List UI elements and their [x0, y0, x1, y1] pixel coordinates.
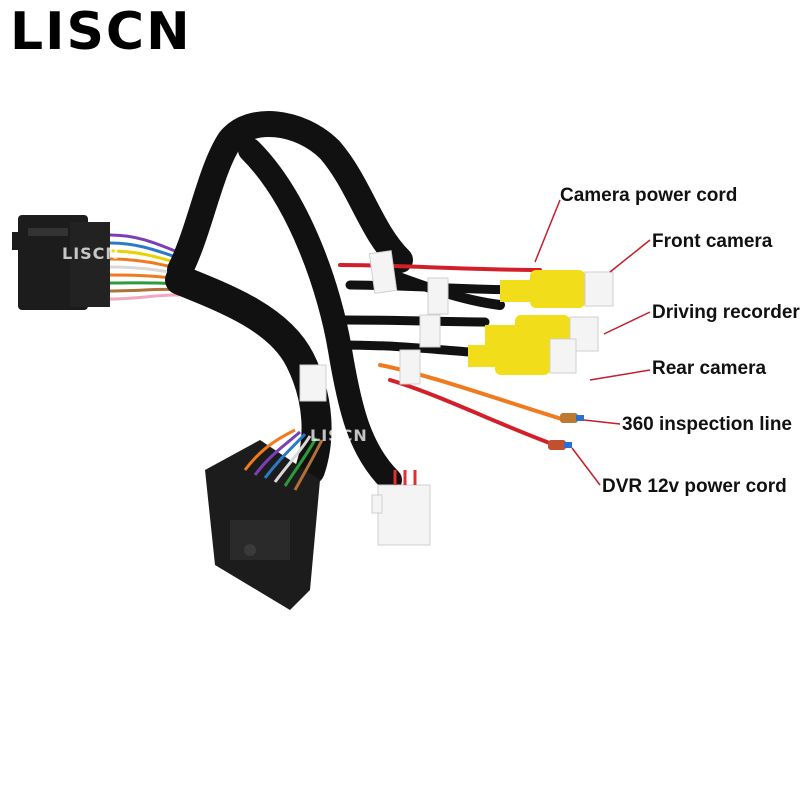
callout-camera-power-cord: Camera power cord — [560, 185, 738, 206]
rca-plug-front — [500, 270, 614, 308]
bottom-connector — [205, 440, 320, 610]
wire-labels — [299, 250, 449, 402]
watermark: LISCN — [62, 244, 120, 263]
watermark: LISCN — [242, 246, 300, 265]
rca-plug-rear — [468, 337, 577, 375]
leader-lines — [534, 199, 651, 486]
watermark: LISCN — [310, 426, 368, 445]
callout-driving-recorder: Driving recorder — [652, 302, 800, 323]
callout-front-camera: Front camera — [652, 231, 773, 252]
terminal-dvr — [548, 440, 572, 450]
terminal-360 — [560, 413, 584, 423]
brand-logo: LISCN — [10, 2, 192, 62]
callout-rear-camera: Rear camera — [652, 358, 767, 379]
left-connector — [12, 215, 110, 310]
callout-360-inspection-line: 360 inspection line — [622, 414, 792, 435]
bottom-connector-wires — [243, 428, 324, 491]
callout-dvr-power-cord: DVR 12v power cord — [602, 476, 787, 497]
white-connector — [371, 470, 431, 546]
